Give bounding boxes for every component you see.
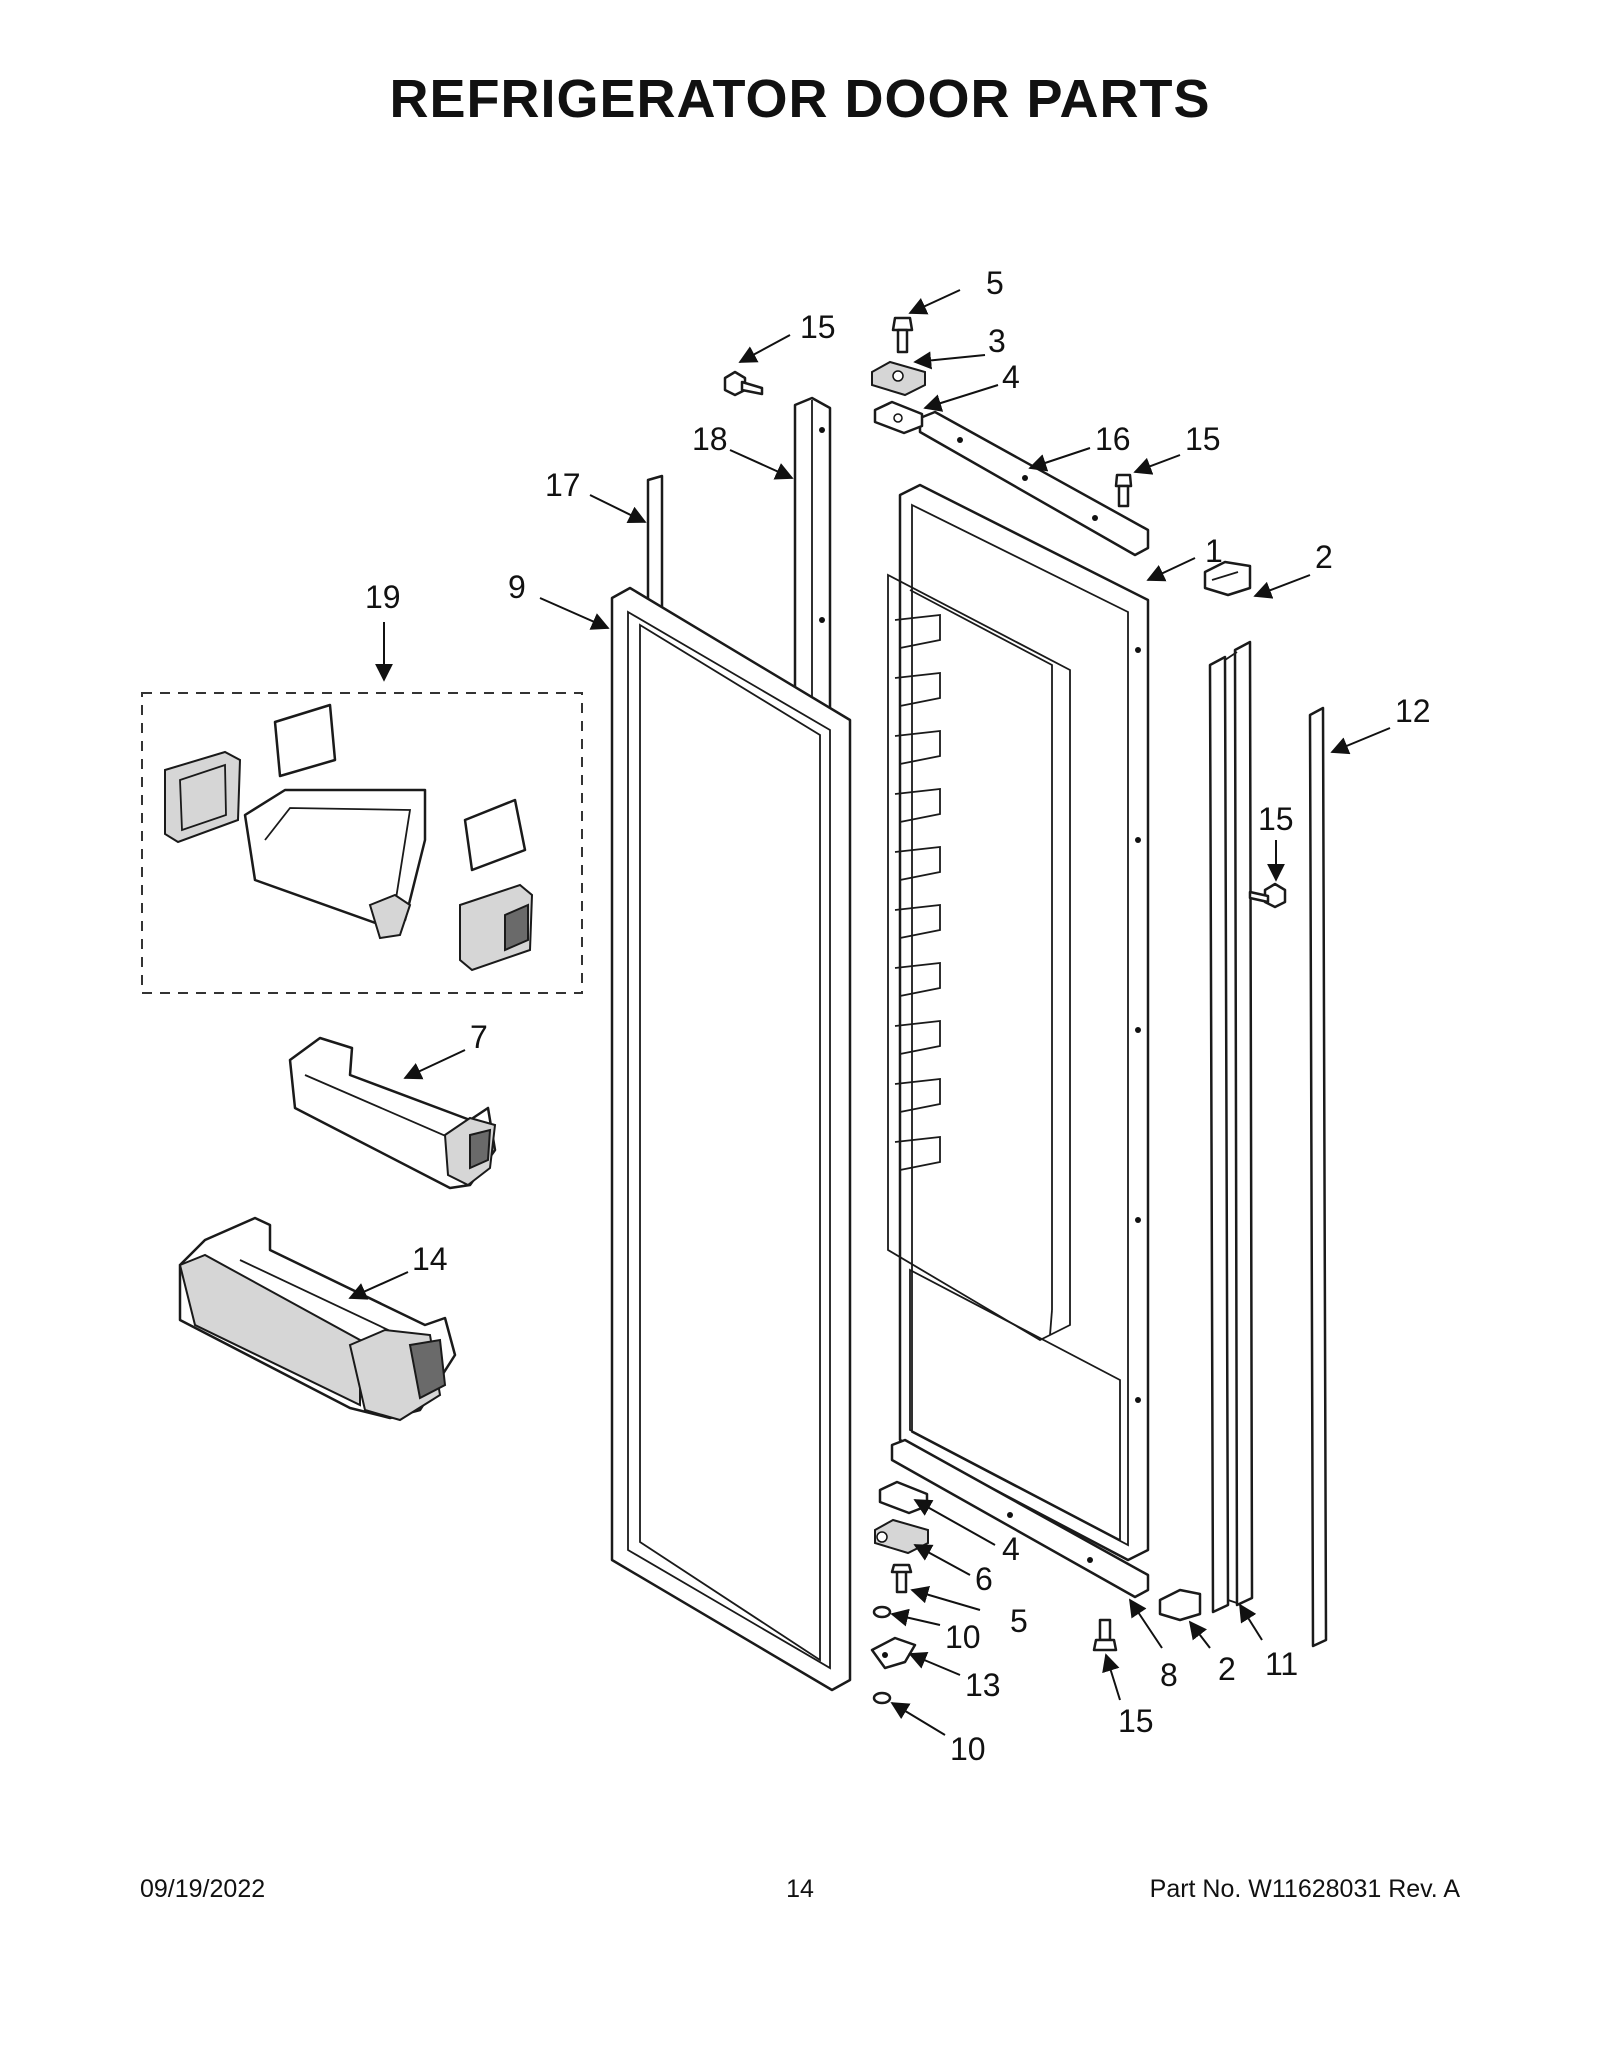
top-hinge-parts	[723, 316, 1133, 508]
callout-10-upper: 10	[945, 1619, 981, 1655]
callout-8: 8	[1160, 1657, 1178, 1693]
callout-11: 11	[1265, 1646, 1298, 1682]
bottom-bracket-8	[890, 1438, 1150, 1599]
callout-3: 3	[988, 323, 1006, 359]
callout-15-bottom: 15	[1118, 1703, 1154, 1739]
door-bin-assembly	[164, 703, 534, 972]
callout-4-bottom: 4	[1002, 1531, 1020, 1567]
callout-4-top: 4	[1002, 359, 1020, 395]
footer-page-number: 14	[786, 1875, 814, 1903]
shelf-rail-tabs	[894, 613, 941, 1171]
callout-17: 17	[545, 467, 581, 503]
callout-7: 7	[470, 1019, 488, 1055]
page-title: REFRIGERATOR DOOR PARTS	[389, 69, 1211, 129]
callout-18: 18	[692, 421, 728, 457]
callout-2-bottom: 2	[1218, 1651, 1236, 1687]
callout-14: 14	[412, 1241, 448, 1277]
callout-6: 6	[975, 1561, 993, 1597]
door-trim-18	[793, 396, 832, 724]
gasket-strip-17	[646, 474, 664, 622]
bin-assembly-group-box	[141, 692, 583, 994]
callout-19: 19	[365, 579, 401, 615]
callout-13: 13	[965, 1667, 1001, 1703]
callout-15-right: 15	[1258, 801, 1294, 837]
callout-15-top-left: 15	[800, 309, 836, 345]
footer-date: 09/19/2022	[140, 1875, 266, 1903]
callout-10-lower: 10	[950, 1731, 986, 1767]
callout-16: 16	[1095, 421, 1131, 457]
callout-5-top: 5	[986, 265, 1004, 301]
callout-5-bottom: 5	[1010, 1603, 1028, 1639]
door-liner	[887, 483, 1150, 1562]
callout-9: 9	[508, 569, 526, 605]
callout-1: 1	[1205, 533, 1223, 569]
leader-lines	[348, 289, 1391, 1736]
top-bracket-16	[918, 410, 1150, 557]
callout-12: 12	[1395, 693, 1431, 729]
right-side-parts	[1158, 560, 1328, 1648]
door-bin-small	[288, 1036, 497, 1190]
callout-labels: 5 15 3 4 18 16 15 17 1 2 19 9 12 15 7 14…	[365, 265, 1431, 1767]
door-gasket	[610, 586, 852, 1692]
footer-part-number: Part No. W11628031 Rev. A	[1149, 1875, 1460, 1903]
door-bin-large	[178, 1216, 457, 1422]
callout-15-top-right: 15	[1185, 421, 1221, 457]
callout-2-top: 2	[1315, 539, 1333, 575]
